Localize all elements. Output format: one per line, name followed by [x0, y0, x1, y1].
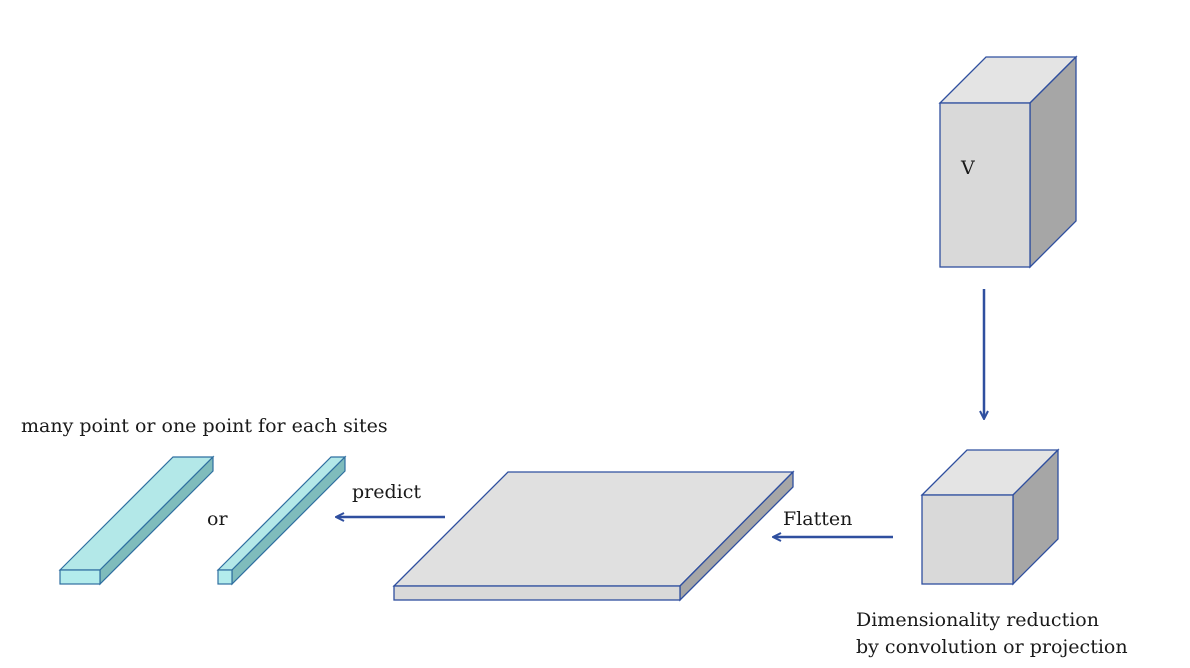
slab-top-face	[392, 471, 795, 587]
flattened-slab	[392, 470, 795, 602]
narrow-bar-top-face	[216, 456, 347, 571]
slab-front-face	[393, 585, 681, 601]
reduction-caption-line2: by convolution or projection	[856, 636, 1128, 658]
or-label: or	[207, 508, 228, 530]
output-bar-many-points	[58, 455, 215, 586]
narrow-bar-side-face	[231, 455, 346, 586]
reduced-volume-cube	[920, 448, 1060, 586]
input-volume-front-face	[939, 102, 1031, 268]
predict-label: predict	[352, 481, 421, 503]
flatten-label: Flatten	[783, 508, 852, 530]
input-volume-cube: V	[938, 55, 1078, 269]
output-bar-one-point	[216, 455, 347, 586]
wide-bar-top-face	[58, 456, 215, 571]
wide-bar-front-face	[59, 569, 101, 585]
narrow-bar-front-face	[217, 569, 233, 585]
volume-label: V	[960, 157, 975, 179]
reduced-volume-front-face	[921, 494, 1014, 585]
reduction-caption-line1: Dimensionality reduction	[856, 609, 1099, 631]
output-caption: many point or one point for each sites	[21, 415, 388, 437]
